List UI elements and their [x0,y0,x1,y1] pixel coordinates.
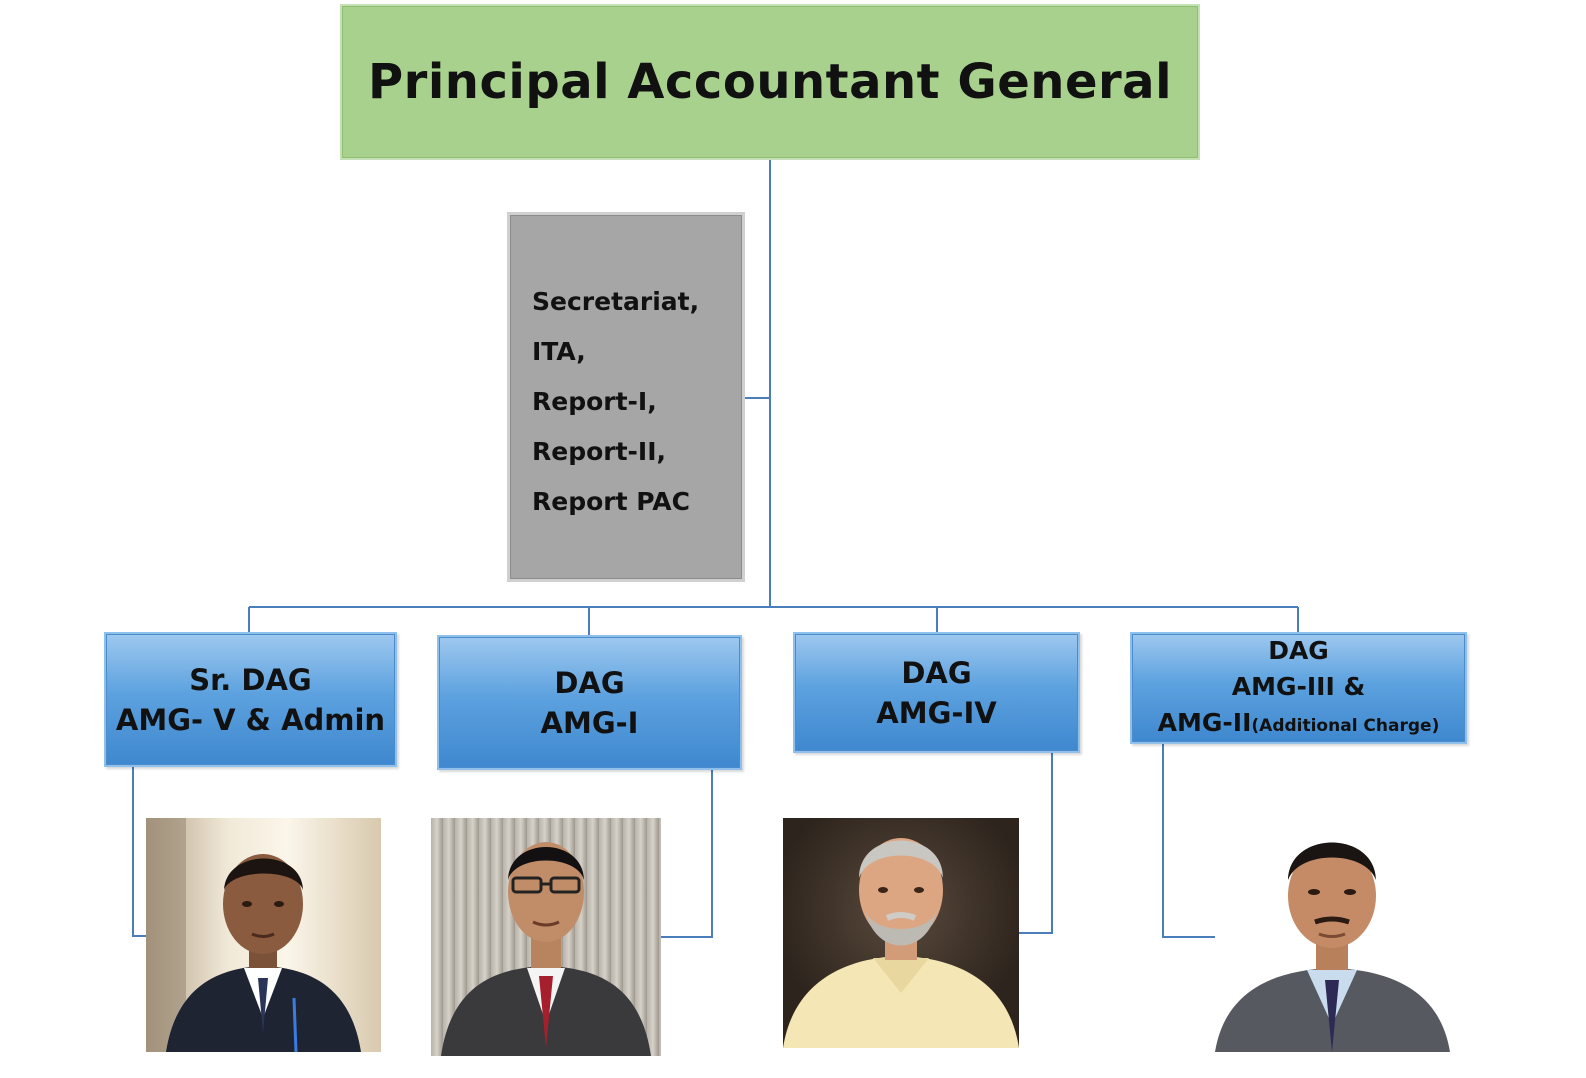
additional-charge-note: (Additional Charge) [1251,715,1440,736]
officer-portrait-4 [1215,842,1450,1052]
officer-photo-2 [431,818,661,1056]
branch-role: DAG [554,665,625,700]
photo-link-4 [1162,744,1215,938]
staff-units-box: Secretariat, ITA, Report-I, Report-II, R… [507,212,745,582]
branch-wing: AMG-III & [1231,671,1366,701]
branch-wing: AMG-IV [876,695,997,730]
photo-link-3 [1019,753,1053,934]
photo-link-2 [661,770,713,938]
branch-role: DAG [901,655,972,690]
staff-unit-report-pac: Report PAC [532,487,690,516]
branch-box-dag-amg-iv: DAG AMG-IV [793,632,1080,753]
photo-link-1 [132,767,146,937]
staff-unit-report-2: Report-II, [532,437,667,466]
staff-unit-report-1: Report-I, [532,387,657,416]
officer-photo-1 [146,818,381,1052]
staff-unit-ita: ITA, [532,337,586,366]
officer-portrait-2 [441,842,651,1056]
branch-wing-extra: AMG-II(Additional Charge) [1158,705,1440,744]
branch-box-dag-amg-i: DAG AMG-I [437,635,742,770]
branch-wing: AMG- V & Admin [115,702,386,737]
staff-unit-secretariat: Secretariat, [532,287,700,316]
principal-ag-box: Principal Accountant General [340,4,1200,160]
officer-photo-3 [783,818,1019,1048]
branch-wing: AMG-I [540,705,639,740]
officer-portrait-1 [146,818,361,1052]
principal-ag-title: Principal Accountant General [367,54,1173,110]
branch-box-sr-dag-amg-v: Sr. DAG AMG- V & Admin [104,632,397,767]
branch-role: Sr. DAG [189,662,312,697]
branch-box-dag-amg-iii: DAG AMG-III & AMG-II(Additional Charge) [1130,632,1467,744]
branch-wing-amg-ii: AMG-II [1157,707,1252,737]
officer-portrait-3 [783,838,1019,1048]
officer-photo-4 [1215,820,1450,1052]
branch-role: DAG [1268,635,1329,665]
